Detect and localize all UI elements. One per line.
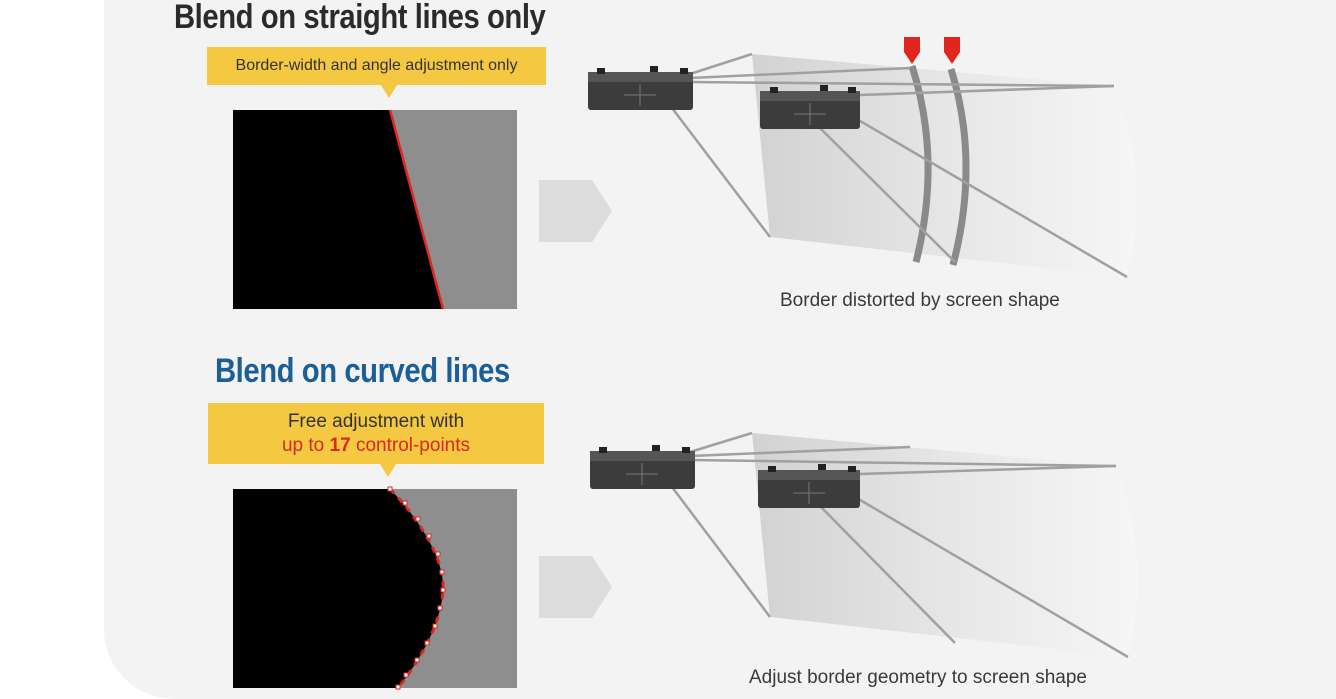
- straight-blend-panel: [233, 109, 517, 310]
- straight-border-line: [388, 109, 445, 310]
- projector-icon: [760, 85, 860, 129]
- callout-pointer: [380, 464, 396, 477]
- straight-callout: Border-width and angle adjustment only: [207, 47, 546, 85]
- curved-screen-bottom: [671, 431, 1138, 659]
- curved-blend-panel: [233, 486, 517, 690]
- red-down-arrow-icon: [944, 37, 960, 64]
- right-arrow-icon: [539, 180, 612, 242]
- projector-icon: [758, 464, 860, 508]
- curved-callout: Free adjustment with up to 17 control-po…: [208, 403, 544, 464]
- callout-pointer: [381, 85, 397, 98]
- projector-a-area: [233, 110, 443, 309]
- callout-suffix: control-points: [350, 435, 471, 456]
- curved-section-title: Blend on curved lines: [215, 352, 510, 390]
- curved-callout-line2: up to 17 control-points: [208, 434, 544, 458]
- straight-section-title: Blend on straight lines only: [174, 0, 546, 36]
- control-points: [387, 486, 446, 690]
- control-point-count: 17: [329, 435, 351, 456]
- projector-icon: [588, 66, 693, 110]
- curved-screen-top: [671, 37, 1137, 279]
- projector-icon: [590, 445, 695, 489]
- right-arrow-icon: [539, 556, 612, 618]
- projector-a-area: [233, 489, 444, 688]
- bottom-caption: Adjust border geometry to screen shape: [749, 667, 1087, 688]
- callout-prefix: up to: [281, 435, 330, 456]
- curved-callout-line1: Free adjustment with: [287, 411, 465, 432]
- straight-callout-text: Border-width and angle adjustment only: [235, 57, 518, 74]
- top-caption: Border distorted by screen shape: [780, 290, 1060, 311]
- red-down-arrow-icon: [904, 37, 920, 64]
